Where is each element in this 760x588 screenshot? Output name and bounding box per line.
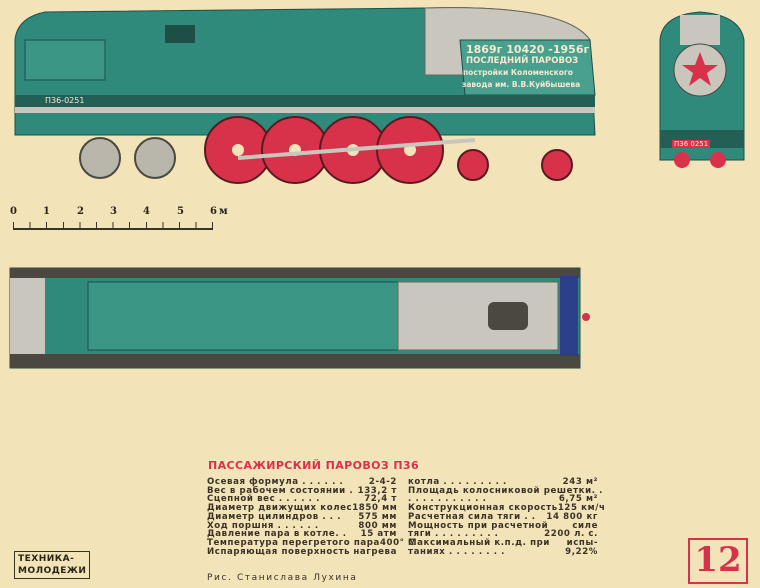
scale-tick: 5	[177, 206, 184, 217]
spec-row: Вес в рабочем состоянии .133,2 т	[207, 485, 397, 496]
locomotive-top-view	[9, 267, 590, 369]
scale-bar: 0 1 2 3 4 5 6 м	[10, 206, 232, 236]
scale-tick: 6	[210, 206, 217, 217]
scale-tick: 4	[143, 206, 150, 217]
spec-row: . . . . . . . . . . .6,75 м²	[408, 494, 598, 505]
spec-row: Осевая формула . . . . . .2-4-2	[207, 477, 397, 487]
spec-row: Давление пара в котле. .15 атм	[207, 529, 397, 540]
scale-unit: м	[219, 206, 228, 217]
specs-right: котла . . . . . . . . .243 м² Площадь ко…	[408, 477, 606, 557]
scale-tick: 0	[10, 206, 17, 217]
front-number: П36 0251	[672, 140, 711, 148]
spec-row: котла . . . . . . . . .243 м²	[408, 477, 598, 487]
scale-tick: 3	[110, 206, 117, 217]
spec-row: тяги . . . . . . . . .2200 л. с.	[408, 529, 598, 540]
scale-tick: 1	[43, 206, 50, 217]
spec-row: Ход поршня . . . . . .800 мм	[207, 520, 397, 531]
spec-row: Сцепной вес . . . . . .72,4 т	[207, 494, 397, 505]
illustration-credit: Рис. Станислава Лухина	[207, 573, 358, 583]
spec-row: Диаметр цилиндров . . .575 мм	[207, 511, 397, 522]
page-number: 12	[688, 538, 748, 584]
plate-line1: ПОСЛЕДНИЙ ПАРОВОЗ	[466, 56, 579, 66]
plate-line3: завода им. В.В.Куйбышева	[462, 80, 581, 89]
spec-row: Расчетная сила тяги . .14 800 кг	[408, 511, 598, 522]
specs-left: Осевая формула . . . . . .2-4-2 Вес в ра…	[207, 477, 416, 557]
spec-row: Площадь колосниковой решетки. .	[408, 485, 604, 496]
plate-years: 1869г 10420 -1956г	[466, 43, 590, 56]
locomotive-side-view	[14, 7, 596, 184]
locomotive-front-view	[659, 11, 745, 168]
magazine-logo: ТЕХНИКА- МОЛОДЕЖИ	[14, 551, 91, 579]
side-number: П36-0251	[45, 96, 85, 105]
page-title: ПАССАЖИРСКИЙ ПАРОВОЗ П36	[208, 459, 420, 472]
spec-row: таниях . . . . . . . .9,22%	[408, 546, 598, 557]
scale-tick: 2	[77, 206, 84, 217]
plate-line2: постройки Коломенского	[463, 68, 573, 77]
